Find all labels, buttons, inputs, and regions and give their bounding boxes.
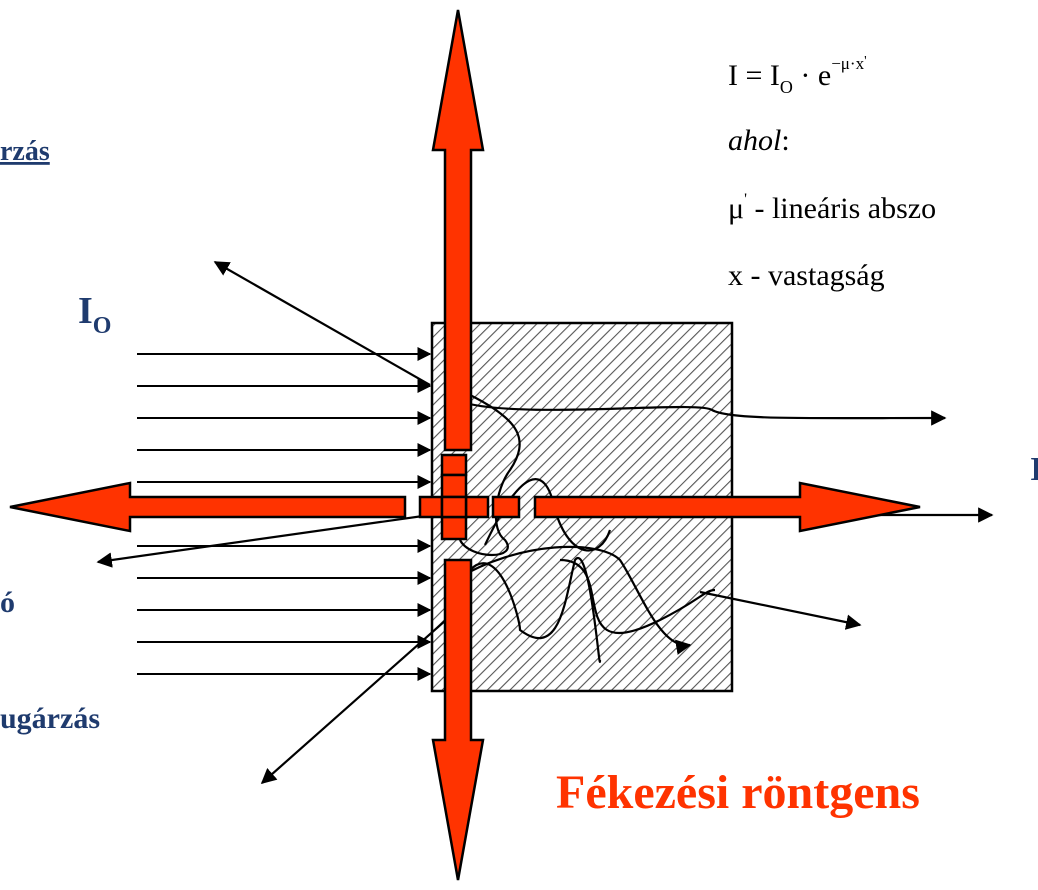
- svg-text:x - vastagság: x - vastagság: [728, 259, 885, 292]
- incident-beam-arrows: [137, 347, 432, 681]
- left-mid-label: ó: [0, 586, 15, 619]
- attenuation-formula: I = IO · e−μ·x' ahol: μ' - lineáris absz…: [728, 54, 936, 292]
- i-label-right: I: [1030, 451, 1038, 488]
- svg-text:ahol:: ahol:: [728, 124, 790, 157]
- bremsstrahlung-title: Fékezési röntgens: [556, 766, 920, 819]
- svg-text:μ' - lineáris abszo: μ' - lineáris abszo: [728, 191, 936, 225]
- svg-text:I = IO · e−μ·x': I = IO · e−μ·x': [728, 54, 867, 97]
- io-label: IO: [78, 290, 111, 339]
- top-left-label: rzás: [0, 136, 50, 167]
- bremsstrahlung-arrows: [9, 9, 921, 881]
- left-bottom-label: ugárzás: [0, 702, 100, 735]
